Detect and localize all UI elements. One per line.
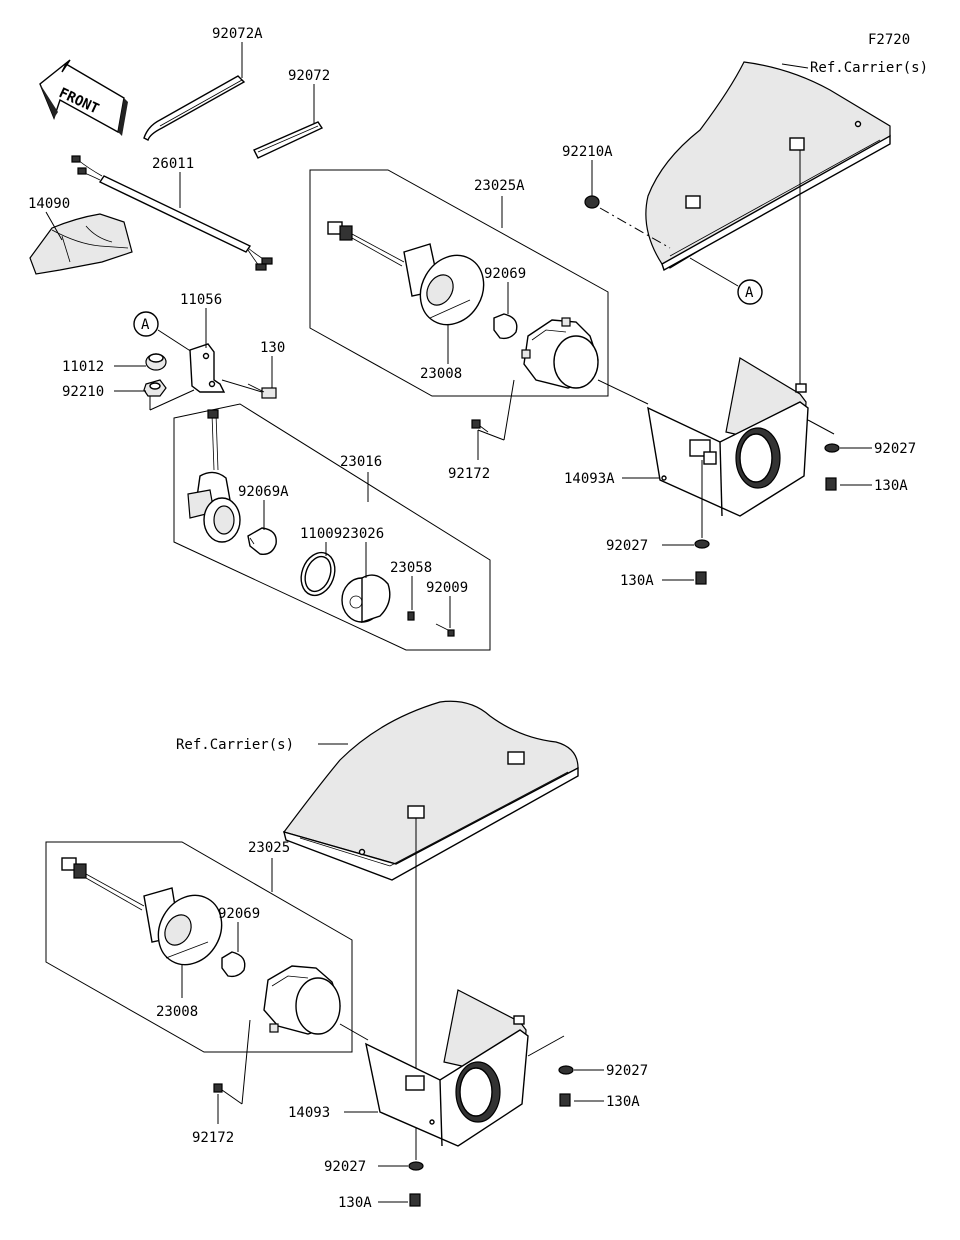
washer-92027-bottom-right: [558, 1065, 574, 1075]
bulb-92069-top: [493, 313, 518, 340]
assembly-box-23025A: [309, 169, 609, 397]
label-11056: 11056: [180, 292, 222, 308]
label-23008-bottom: 23008: [156, 1004, 198, 1020]
lens-23026: [341, 574, 391, 623]
bolt-130A-bottom-right: [559, 1093, 571, 1107]
label-92009: 92009: [426, 580, 468, 596]
carrier-bottom: [282, 700, 579, 881]
bulb-92069A: [247, 527, 277, 555]
label-23025A: 23025A: [474, 178, 525, 194]
bracket-11056: [189, 343, 226, 393]
callout-a-circle-right: [737, 279, 763, 305]
label-92027-bottom: 92027: [324, 1159, 366, 1175]
label-92172-bottom: 92172: [192, 1130, 234, 1146]
bolt-130A-right: [825, 477, 837, 491]
cable-tie-92072A: [143, 75, 246, 141]
label-26011: 26011: [152, 156, 194, 172]
label-23016: 23016: [340, 454, 382, 470]
cable-tie-92072: [253, 121, 324, 159]
nut-11012: [145, 353, 167, 371]
assembly-box-23025: [45, 841, 353, 1053]
nut-92210A: [584, 195, 600, 209]
bulb-92069-bottom: [221, 951, 246, 978]
bracket-14093A: [647, 357, 809, 517]
label-92027-right: 92027: [874, 441, 916, 457]
figure-code: F2720: [868, 32, 910, 48]
callout-a-left: A: [141, 317, 150, 333]
label-130: 130: [260, 340, 285, 356]
bolt-130A-mid: [695, 571, 707, 585]
label-92069A: 92069A: [238, 484, 289, 500]
lamp-housing-top: [521, 317, 599, 389]
carrier-top: [645, 61, 891, 272]
screw-92009: [435, 623, 455, 637]
ref-carrier-bottom: Ref.Carrier(s): [176, 737, 294, 753]
bracket-14093: [365, 989, 529, 1147]
label-14090: 14090: [28, 196, 70, 212]
label-92027-mid: 92027: [606, 538, 648, 554]
label-92072: 92072: [288, 68, 330, 84]
front-arrow-icon: FRONT: [39, 59, 128, 136]
callout-a-right: A: [745, 285, 754, 301]
socket-23008-top: [327, 221, 485, 326]
screw-92172-bottom: [213, 1083, 223, 1093]
label-14093: 14093: [288, 1105, 330, 1121]
label-23026: 23026: [342, 526, 384, 542]
nut-92210: [143, 379, 167, 397]
washer-92027-bottom: [408, 1161, 424, 1171]
label-130A-bottom: 130A: [338, 1195, 372, 1211]
label-92027-bottom-right: 92027: [606, 1063, 648, 1079]
wire-harness-26011: [71, 155, 273, 271]
assembly-box-23016: [173, 403, 491, 651]
label-92210A: 92210A: [562, 144, 613, 160]
label-130A-bottom-right: 130A: [606, 1094, 640, 1110]
label-92210: 92210: [62, 384, 104, 400]
gasket-23058: [407, 611, 415, 621]
gasket-11009: [300, 551, 336, 597]
washer-92027-mid: [694, 539, 710, 549]
callout-a-circle: [133, 311, 159, 337]
cover-14090: [29, 213, 133, 275]
socket-housing-23016: [187, 409, 241, 543]
bolt-130A-bottom: [409, 1193, 421, 1207]
label-92069-bottom: 92069: [218, 906, 260, 922]
label-92072A: 92072A: [212, 26, 263, 42]
label-130A-mid: 130A: [620, 573, 654, 589]
socket-23008-bottom: [61, 857, 223, 966]
ref-carrier-top: Ref.Carrier(s): [810, 60, 928, 76]
label-11009: 11009: [300, 526, 342, 542]
lamp-housing-bottom: [263, 965, 341, 1035]
screw-92172-top: [471, 419, 489, 433]
washer-92027-right: [824, 443, 840, 453]
bolt-130: [247, 383, 277, 399]
label-92172-top: 92172: [448, 466, 490, 482]
label-14093A: 14093A: [564, 471, 615, 487]
label-130A-right: 130A: [874, 478, 908, 494]
label-92069-top: 92069: [484, 266, 526, 282]
label-23008-top: 23008: [420, 366, 462, 382]
label-23058: 23058: [390, 560, 432, 576]
label-23025: 23025: [248, 840, 290, 856]
label-11012: 11012: [62, 359, 104, 375]
